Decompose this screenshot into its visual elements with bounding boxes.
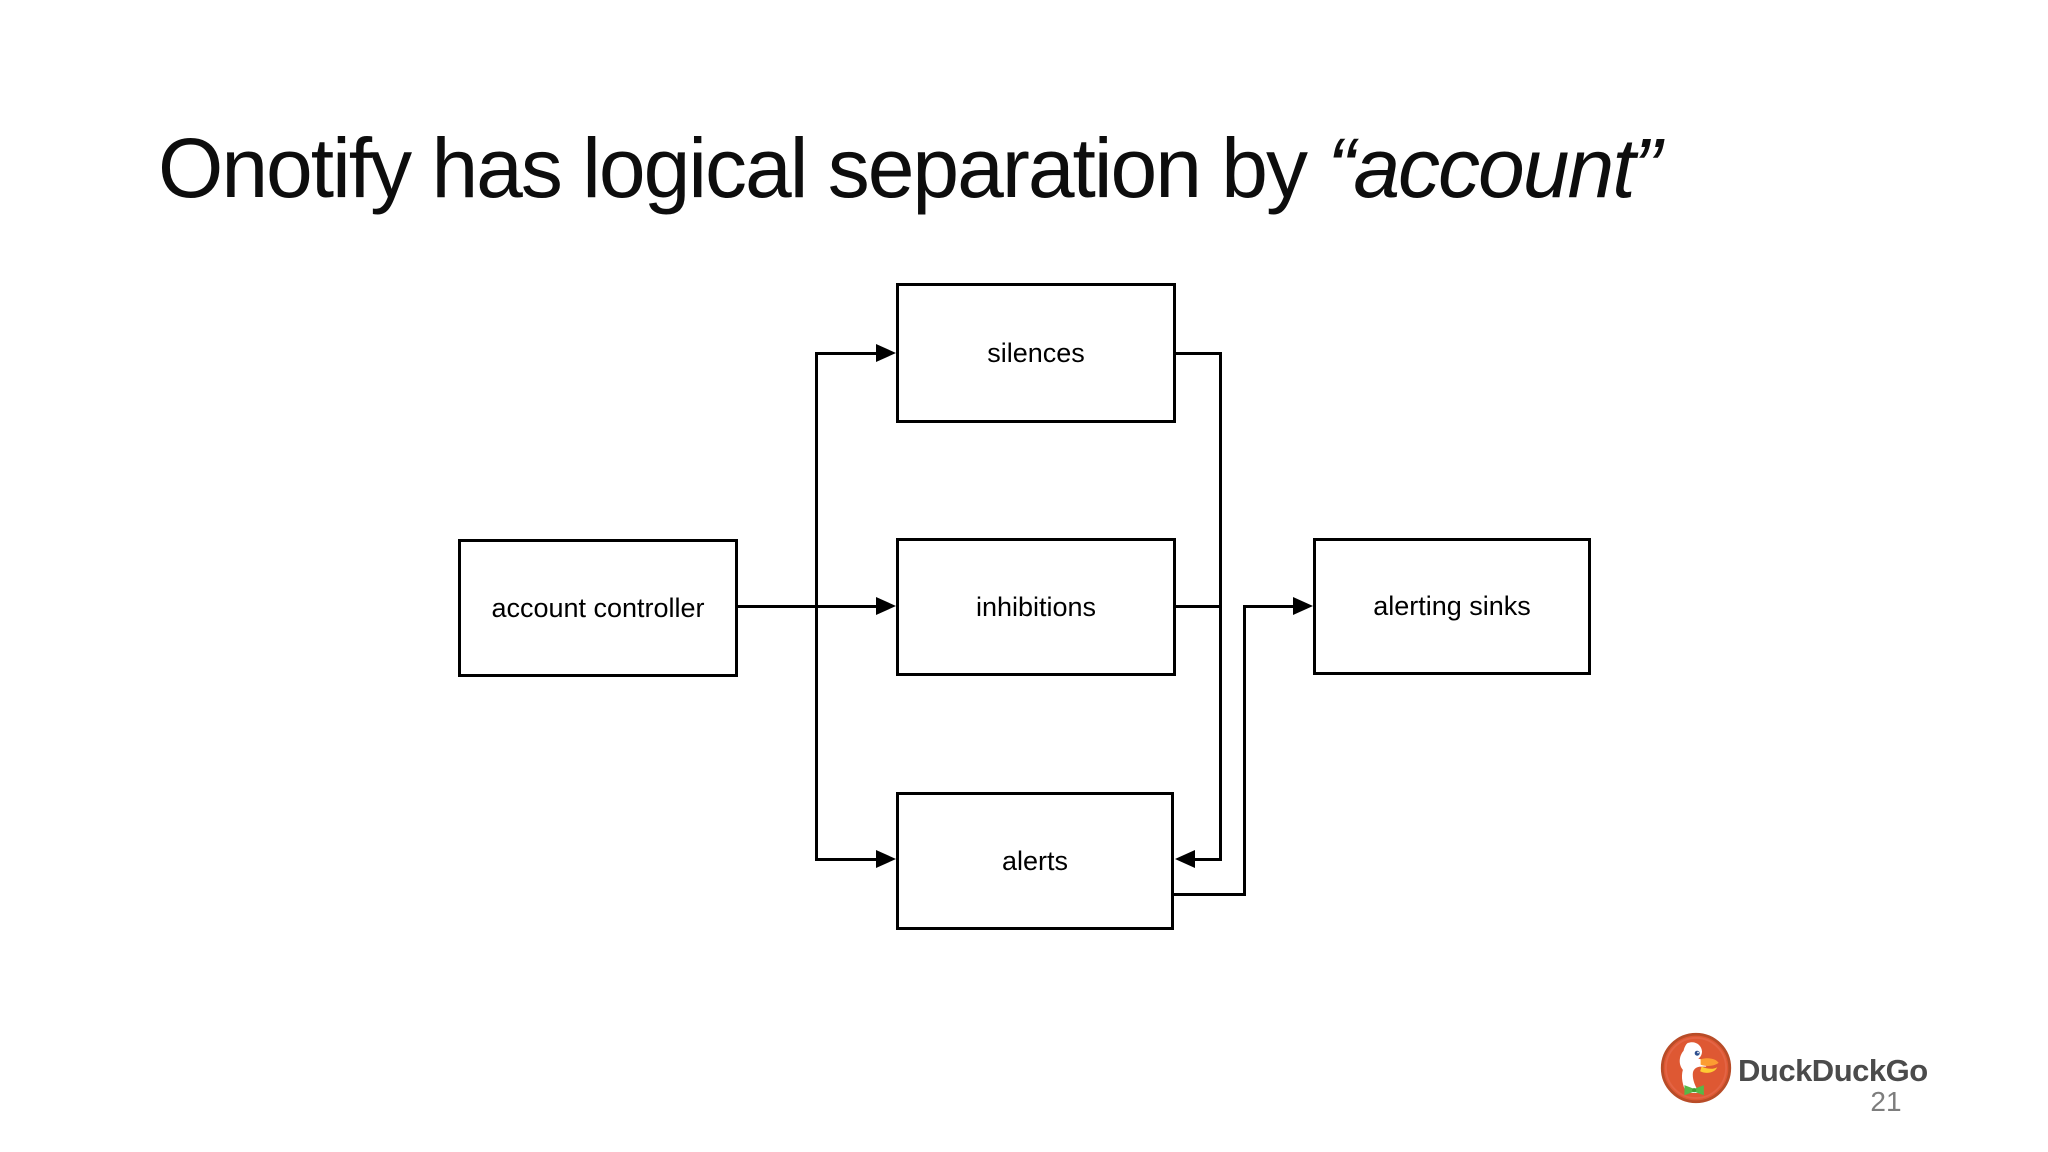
slide-title: Onotify has logical separation by “accou… [158, 121, 1662, 215]
edge-alerts-out-line [1173, 893, 1246, 896]
edge-account-to-inhibitions-arrowhead-icon [876, 597, 896, 615]
node-account-controller: account controller [458, 539, 738, 677]
edge-account-to-alerts-arrowhead-icon [876, 850, 896, 868]
node-silences-label: silences [987, 337, 1085, 368]
node-silences: silences [896, 283, 1176, 423]
edge-into-alerts-line [1195, 858, 1222, 861]
duckduckgo-logo-icon [1659, 1031, 1733, 1105]
node-alerts: alerts [896, 792, 1174, 930]
node-inhibitions: inhibitions [896, 538, 1176, 676]
page-number: 21 [1870, 1086, 1902, 1117]
node-alerts-label: alerts [1001, 845, 1069, 876]
edge-into-sinks-line [1243, 605, 1295, 608]
edge-into-alerts-arrowhead-icon [1175, 850, 1195, 868]
node-alerting-sinks-label: alerting sinks [1373, 591, 1531, 621]
edge-branch-vertical-line [815, 352, 818, 861]
edge-into-sinks-arrowhead-icon [1293, 597, 1313, 615]
edge-inhibitions-out-line [1175, 605, 1222, 608]
duckduckgo-wordmark: DuckDuckGo [1738, 1053, 1928, 1088]
edge-account-to-silences-line [815, 352, 878, 355]
node-account-controller-label: account controller [491, 592, 705, 623]
node-alerting-sinks: alerting sinks [1313, 538, 1591, 675]
slide-title-regular: Onotify has logical separation by [158, 121, 1328, 215]
duckduckgo-duck-icon [1660, 1032, 1732, 1104]
edge-alerts-up-line [1243, 605, 1246, 896]
edge-account-to-alerts-line [815, 858, 878, 861]
edge-account-to-inhibitions-line [737, 605, 878, 608]
node-inhibitions-label: inhibitions [975, 591, 1097, 622]
edge-account-to-silences-arrowhead-icon [876, 344, 896, 362]
slide-title-italic: “account” [1327, 121, 1661, 215]
edge-silences-out-line [1175, 352, 1222, 355]
